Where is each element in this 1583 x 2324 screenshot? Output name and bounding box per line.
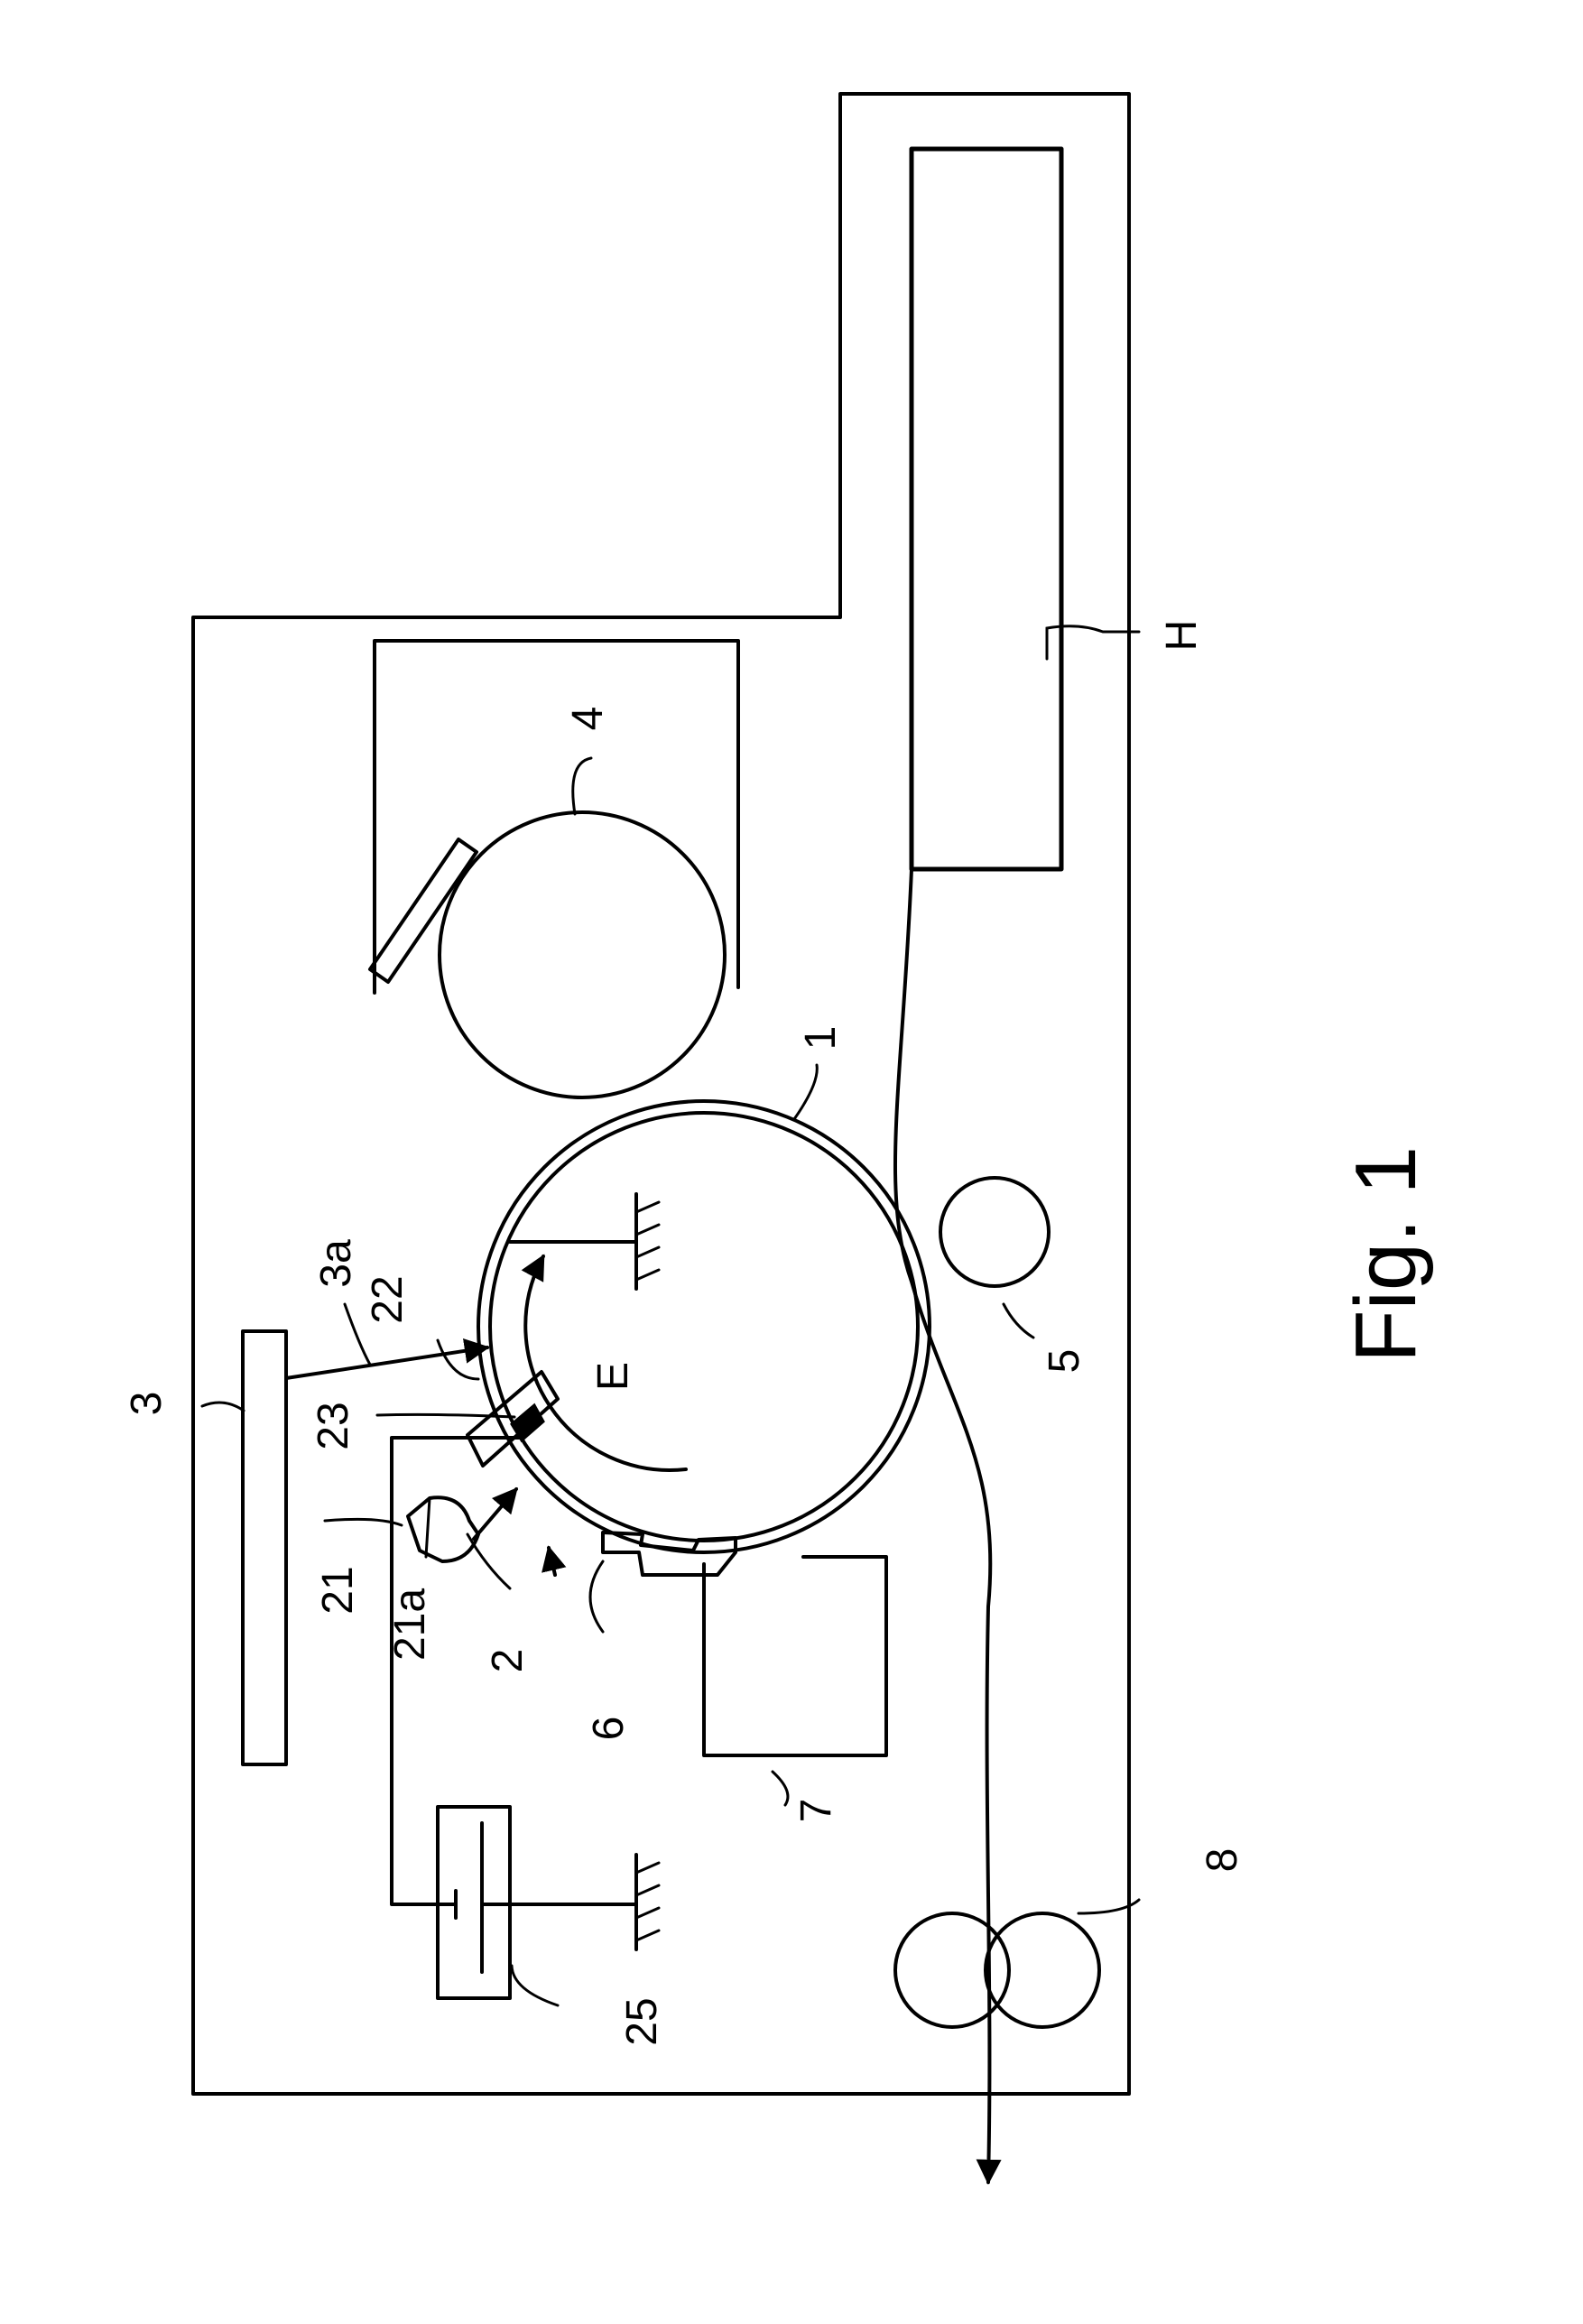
charging-device-arrow — [549, 1548, 555, 1575]
label-light-source: 21 — [314, 1566, 362, 1614]
photoconductor-drum: 1 E — [478, 1026, 930, 1552]
label-fixing-rollers: 8 — [1199, 1848, 1246, 1873]
figure-caption: Fig. 1 — [1338, 1146, 1434, 1363]
label-developing-device: 4 — [564, 707, 612, 731]
charging-device: 21 21a 23 22 2 — [310, 1275, 558, 1672]
label-cleaning-blade: 6 — [585, 1717, 633, 1741]
label-charge-electrode: 22 — [364, 1275, 412, 1323]
fixing-rollers: 8 — [895, 1848, 1246, 2027]
label-rotation-direction: E — [589, 1362, 637, 1391]
label-transfer-roller: 5 — [1041, 1349, 1088, 1374]
developing-device: 4 — [370, 641, 738, 1097]
label-waste-container: 7 — [792, 1799, 840, 1823]
label-power-supply: 25 — [618, 1997, 666, 2045]
waste-container — [704, 1557, 886, 1755]
exposure-device: 3 — [123, 1331, 286, 1764]
transfer-roller: 5 — [940, 1178, 1088, 1373]
label-photoconductor-drum: 1 — [797, 1026, 845, 1051]
sheet-tray: H — [912, 149, 1206, 869]
label-charging-device: 2 — [484, 1649, 532, 1673]
light-source — [408, 1497, 478, 1561]
cleaning-unit: 6 7 — [585, 1532, 886, 1822]
label-exposure-light: 3a — [312, 1239, 360, 1288]
label-exposure-device: 3 — [123, 1392, 171, 1416]
power-supply: 25 — [392, 1438, 666, 2046]
label-charge-member: 23 — [310, 1402, 357, 1449]
label-sheet-tray: H — [1158, 620, 1206, 652]
light-beam — [474, 1489, 516, 1539]
paper-path — [895, 869, 990, 2182]
